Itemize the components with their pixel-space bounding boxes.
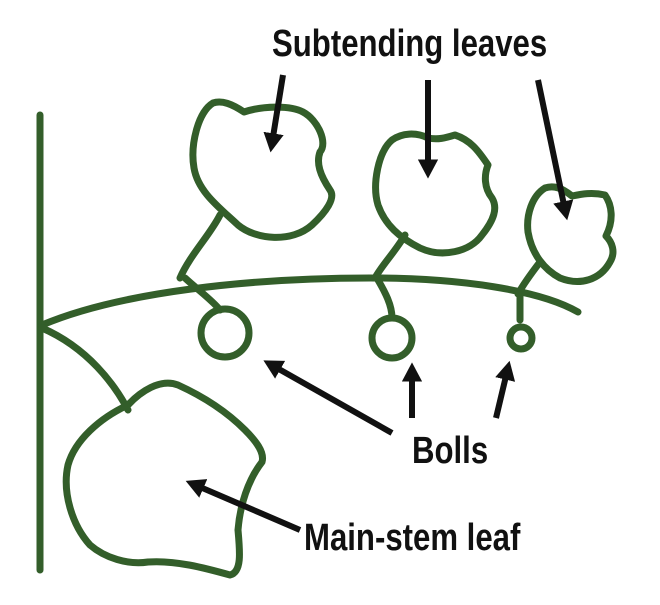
main-stem-leaf-petiole	[38, 324, 132, 414]
arrow-to-leaf-1	[263, 74, 286, 153]
arrow-to-leaf-3	[535, 79, 574, 221]
arrow-to-main-stem-leaf	[185, 479, 302, 533]
subtending-leaf-1	[189, 98, 336, 241]
boll-1	[197, 305, 253, 361]
main-stem-leaf-label: Main-stem leaf	[304, 517, 521, 559]
boll-2	[368, 314, 416, 362]
fruiting-branch	[38, 274, 582, 329]
arrow-to-boll-1	[263, 360, 394, 436]
subtending-leaf-3-petiole	[514, 258, 544, 324]
boll-3	[506, 323, 536, 353]
subtending-leaf-2	[372, 130, 499, 257]
bolls-label: Bolls	[412, 430, 488, 472]
subtending-leaf-3	[524, 183, 617, 285]
arrow-to-boll-3	[493, 360, 516, 419]
main-stem-leaf	[62, 379, 267, 579]
subtending-leaves-label: Subtending leaves	[272, 23, 547, 65]
subtending-leaf-1-petiole	[176, 211, 224, 314]
